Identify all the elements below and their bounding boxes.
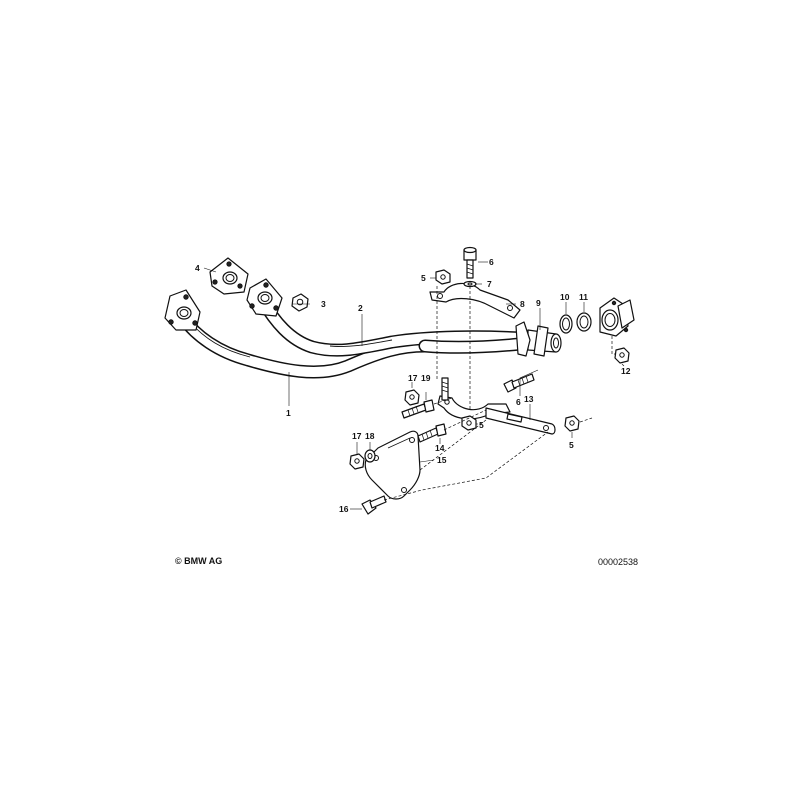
- bracket-nut-lower[interactable]: [349, 453, 365, 470]
- clamping-ring[interactable]: [576, 312, 592, 332]
- label-2: 2: [358, 303, 363, 313]
- flange-left[interactable]: [164, 289, 201, 331]
- label-15: 15: [437, 455, 447, 465]
- bracket-nut-upper[interactable]: [404, 389, 420, 406]
- gasket[interactable]: [209, 257, 249, 295]
- bracket-bolt-lower[interactable]: [417, 423, 447, 443]
- washer[interactable]: [463, 280, 477, 288]
- label-6-lower: 6: [516, 397, 521, 407]
- mounting-bracket[interactable]: [364, 430, 421, 500]
- flange-nut[interactable]: [614, 347, 630, 364]
- label-17-lower: 17: [352, 431, 362, 441]
- pipe-outlet-sleeve[interactable]: [515, 321, 562, 357]
- flange-right[interactable]: [246, 278, 283, 317]
- label-10: 10: [560, 292, 570, 302]
- bracket-strap[interactable]: [485, 407, 556, 435]
- nut-upper[interactable]: [435, 269, 451, 285]
- label-8: 8: [520, 299, 525, 309]
- label-6-upper: 6: [489, 257, 494, 267]
- label-7: 7: [487, 279, 492, 289]
- bolt-upper[interactable]: [463, 246, 477, 279]
- label-5-middle: 5: [479, 420, 484, 430]
- part-labels: 1 2 3 4 5 5 5 6 6 7 8 9 10 11 12 13 14 1…: [195, 257, 631, 514]
- rear-pipe-flange[interactable]: [599, 297, 635, 337]
- label-5-upper: 5: [421, 273, 426, 283]
- stud-bolt[interactable]: [441, 377, 449, 401]
- label-14: 14: [435, 443, 445, 453]
- sealing-ring[interactable]: [559, 314, 573, 334]
- bracket-bolt-upper[interactable]: [401, 399, 435, 419]
- label-1: 1: [286, 408, 291, 418]
- nut[interactable]: [291, 293, 309, 312]
- label-5-right: 5: [569, 440, 574, 450]
- label-9: 9: [536, 298, 541, 308]
- label-3: 3: [321, 299, 326, 309]
- bracket-washer[interactable]: [364, 449, 376, 463]
- nut-right[interactable]: [564, 415, 580, 432]
- copyright-notice: © BMW AG: [175, 556, 223, 566]
- label-11: 11: [579, 292, 588, 302]
- label-12: 12: [621, 366, 631, 376]
- nut-lower[interactable]: [461, 415, 477, 431]
- label-13: 13: [524, 394, 534, 404]
- pipe-clamp-upper[interactable]: [429, 282, 521, 319]
- label-4: 4: [195, 263, 200, 273]
- label-16: 16: [339, 504, 349, 514]
- label-17-upper: 17: [408, 373, 418, 383]
- bolt-lower[interactable]: [503, 373, 535, 393]
- label-18: 18: [365, 431, 375, 441]
- document-number: 00002538: [598, 557, 639, 567]
- leader-lines: [203, 261, 625, 510]
- bracket-bolt-bottom[interactable]: [361, 495, 387, 515]
- label-19: 19: [421, 373, 431, 383]
